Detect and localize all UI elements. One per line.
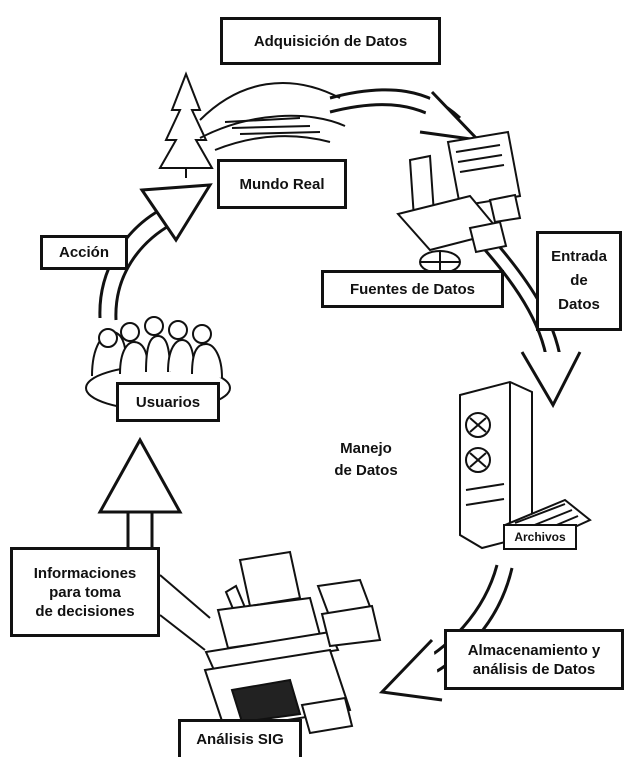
label-fuentes: Fuentes de Datos: [321, 270, 504, 308]
label-informaciones-line2: para toma: [49, 583, 121, 601]
arrow-up-users: [97, 436, 183, 550]
label-entrada-line3: Datos: [558, 296, 600, 313]
label-informaciones: Informaciones para toma de decisiones: [10, 547, 160, 637]
label-manejo-line2: de Datos: [334, 462, 398, 479]
label-entrada-line1: Entrada: [551, 248, 607, 265]
label-almacenamiento: Almacenamiento y análisis de Datos: [444, 629, 624, 690]
label-adquisicion: Adquisición de Datos: [220, 17, 441, 65]
label-usuarios: Usuarios: [116, 382, 220, 422]
label-accion-text: Acción: [58, 244, 109, 261]
label-archivos-text: Archivos: [514, 529, 566, 544]
label-analisis-sig: Análisis SIG: [178, 719, 302, 757]
label-fuentes-text: Fuentes de Datos: [349, 280, 476, 298]
label-almacenamiento-line1: Almacenamiento y: [467, 641, 601, 659]
label-archivos: Archivos: [503, 524, 577, 550]
label-manejo-line1: Manejo: [340, 440, 392, 457]
label-accion: Acción: [40, 235, 128, 270]
label-usuarios-text: Usuarios: [135, 393, 201, 411]
label-manejo: Manejo de Datos: [314, 430, 418, 490]
label-adquisicion-text: Adquisición de Datos: [253, 32, 408, 50]
label-almacenamiento-line2: análisis de Datos: [472, 660, 596, 678]
label-entrada: Entrada de Datos: [536, 231, 622, 331]
label-mundo-real: Mundo Real: [217, 159, 347, 209]
gis-workstation-icon: [203, 550, 382, 735]
label-informaciones-line1: Informaciones: [33, 564, 137, 582]
maps-documents-icon: [396, 130, 522, 274]
arrow-acquisition: [329, 88, 483, 143]
label-mundo-real-text: Mundo Real: [239, 175, 325, 193]
landscape-icon: [158, 71, 346, 178]
label-analisis-sig-text: Análisis SIG: [196, 731, 284, 748]
label-informaciones-line3: de decisiones: [35, 602, 135, 620]
arrow-action: [98, 183, 213, 321]
info-connector-lines: [159, 574, 211, 651]
label-entrada-line2: de: [570, 272, 588, 289]
